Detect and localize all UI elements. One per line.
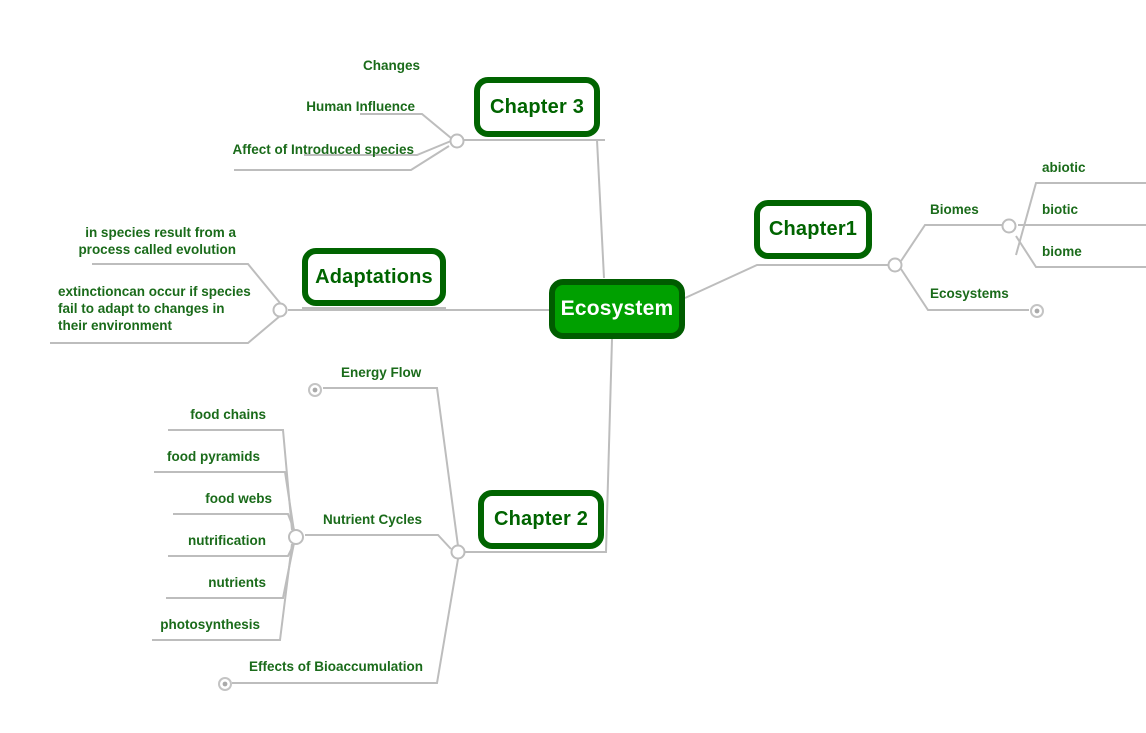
node-chapter3-label: Chapter 3 (489, 95, 585, 118)
node-adaptations[interactable]: Adaptations (302, 248, 446, 306)
label-photosynthesis[interactable]: photosynthesis (160, 617, 260, 632)
label-biotic[interactable]: biotic (1042, 202, 1078, 217)
edge-biomes-to-abiotic (1015, 182, 1146, 256)
label-changes[interactable]: Changes (362, 58, 420, 73)
label-affect-of-introduced-species[interactable]: Affect of Introduced species (232, 142, 414, 157)
edge-ch3-to-changes (360, 113, 452, 139)
leaf-dot-ecosystems-core (1034, 308, 1040, 314)
edge-root-to-chapter3 (595, 139, 605, 279)
label-ecosystems[interactable]: Ecosystems (930, 286, 1009, 301)
edge-nc-to-food-pyramids (154, 471, 295, 532)
label-nutrient-cycles[interactable]: Nutrient Cycles (323, 512, 423, 527)
edge-ch2-to-energyflow (323, 387, 459, 547)
label-food-pyramids[interactable]: food pyramids (166, 449, 260, 464)
hub-adaptations (272, 302, 288, 318)
node-chapter3[interactable]: Chapter 3 (474, 77, 600, 137)
edge-ch2-to-bioaccumulation (232, 558, 459, 684)
edge-root-to-chapter1 (684, 264, 872, 299)
edge-ch1-to-biomes (900, 224, 1003, 262)
leaf-dot-bioaccumulation-core (222, 681, 228, 687)
label-nutrients[interactable]: nutrients (208, 575, 266, 590)
edge-adapt-to-extinction (50, 315, 281, 344)
edge-ch3-to-human-influence (304, 140, 452, 156)
label-biome[interactable]: biome (1042, 244, 1082, 259)
label-energy-flow[interactable]: Energy Flow (341, 365, 422, 380)
hub-biomes (1001, 218, 1017, 234)
hub-chapter2 (450, 544, 466, 560)
label-human-influence[interactable]: Human Influence (306, 99, 415, 114)
label-in-species-result-from-evolution[interactable]: in species result from a process called … (78, 225, 236, 257)
edge-nc-to-food-webs (173, 513, 296, 533)
label-extinction-can-occur[interactable]: extinctioncan occur if species fail to a… (58, 284, 251, 333)
node-chapter1[interactable]: Chapter1 (754, 200, 872, 259)
label-food-webs[interactable]: food webs (205, 491, 272, 506)
node-ecosystem-label: Ecosystem (560, 297, 674, 320)
label-biomes[interactable]: Biomes (930, 202, 979, 217)
leaf-dot-energy-flow-core (312, 387, 318, 393)
label-food-chains[interactable]: food chains (190, 407, 266, 422)
edge-adapt-to-evolution (92, 263, 281, 304)
label-nutrification[interactable]: nutrification (188, 533, 266, 548)
edge-biomes-to-biome (1015, 235, 1146, 268)
edge-ch1-to-ecosystems (900, 268, 1029, 311)
label-abiotic[interactable]: abiotic (1042, 160, 1086, 175)
edge-nc-to-photosynthesis (152, 543, 293, 641)
edge-ch3-to-affect (234, 145, 450, 171)
hub-nutrient-cycles (288, 529, 304, 545)
node-adaptations-label: Adaptations (315, 265, 433, 288)
label-effects-of-bioaccumulation[interactable]: Effects of Bioaccumulation (249, 659, 424, 674)
node-chapter1-label: Chapter1 (768, 218, 858, 240)
hub-chapter3 (449, 133, 465, 149)
node-chapter2-label: Chapter 2 (493, 508, 589, 530)
edge-ch2-to-nutrientcycles (305, 534, 452, 550)
node-chapter2[interactable]: Chapter 2 (478, 490, 604, 549)
hub-chapter1 (887, 257, 903, 273)
node-ecosystem-root[interactable]: Ecosystem (549, 279, 685, 339)
